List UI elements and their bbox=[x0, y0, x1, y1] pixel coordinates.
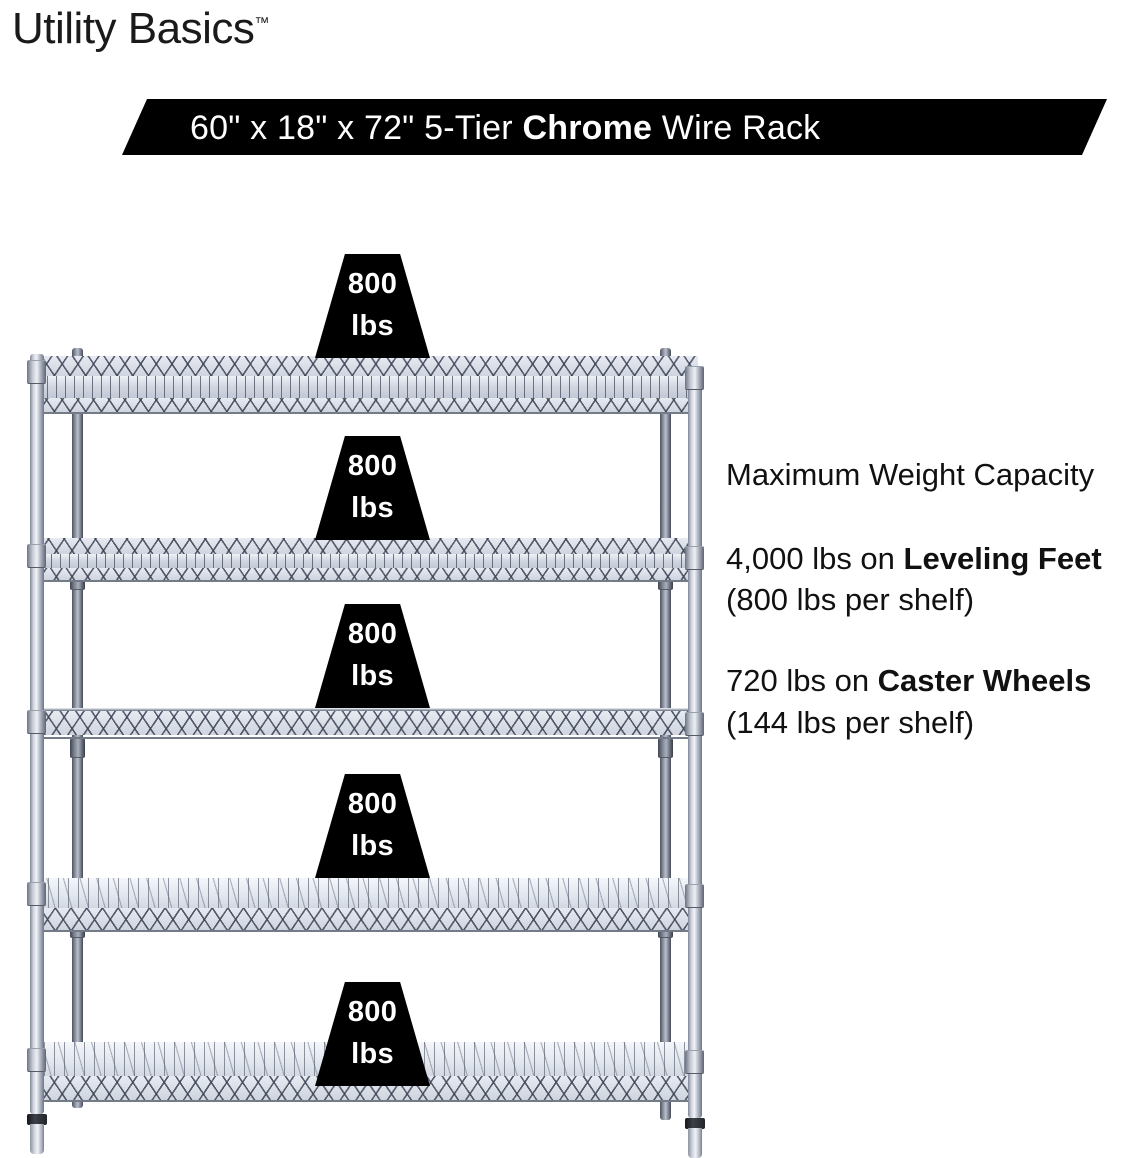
weight-badge-unit: lbs bbox=[351, 660, 394, 692]
brand-logo: Utility Basics™ bbox=[12, 4, 269, 54]
weight-badge: 800 lbs bbox=[315, 254, 430, 358]
collar-icon bbox=[685, 1050, 704, 1074]
paragraph2-lead: 720 lbs on bbox=[726, 663, 878, 699]
collar-icon bbox=[685, 712, 704, 736]
post-front-right bbox=[685, 366, 705, 1158]
weight-badge: 800 lbs bbox=[315, 774, 430, 878]
shelf-truss bbox=[38, 356, 698, 376]
shelf-edge bbox=[38, 412, 698, 414]
shelf-truss bbox=[44, 711, 696, 735]
paragraph2-tail: (144 lbs per shelf) bbox=[726, 704, 975, 740]
shelf-tier-2 bbox=[42, 538, 698, 582]
weight-capacity-info: Maximum Weight Capacity 4,000 lbs on Lev… bbox=[726, 455, 1123, 783]
weight-badge-unit: lbs bbox=[351, 310, 394, 342]
weight-badge-value: 800 bbox=[347, 268, 398, 301]
wire-rack-illustration: 800 lbs 800 lbs 800 lbs 800 lbs 800 lbs bbox=[20, 254, 720, 1158]
shelf-tier-4 bbox=[38, 878, 700, 938]
weight-badge-value: 800 bbox=[347, 996, 398, 1029]
foot-band bbox=[685, 1118, 705, 1129]
shelf-wire-deck bbox=[38, 376, 698, 398]
info-heading: Maximum Weight Capacity bbox=[726, 457, 1095, 492]
collar-icon bbox=[685, 366, 704, 390]
leveling-foot bbox=[685, 1118, 705, 1158]
title-banner-text: 60" x 18" x 72" 5-Tier Chrome Wire Rack bbox=[190, 104, 1090, 152]
collar-icon bbox=[27, 1048, 46, 1072]
collar-icon bbox=[27, 882, 46, 906]
collar-icon bbox=[685, 546, 704, 570]
banner-text-after: Wire Rack bbox=[652, 109, 821, 147]
weight-badge: 800 lbs bbox=[315, 982, 430, 1086]
collar-icon bbox=[27, 710, 46, 734]
title-banner-shape bbox=[122, 99, 1107, 155]
paragraph1-lead: 4,000 lbs on bbox=[726, 540, 904, 576]
shelf-edge bbox=[34, 1100, 702, 1102]
shelf-wire-deck bbox=[42, 554, 698, 568]
weight-badge-value: 800 bbox=[347, 788, 398, 821]
shelf-truss bbox=[42, 538, 698, 554]
shelf-edge bbox=[38, 930, 700, 932]
foot-band bbox=[27, 1114, 47, 1125]
trademark-symbol: ™ bbox=[254, 14, 270, 32]
post-front-left bbox=[27, 354, 47, 1154]
banner-text-bold: Chrome bbox=[522, 109, 653, 147]
paragraph2-bold: Caster Wheels bbox=[877, 663, 1092, 699]
weight-badge-unit: lbs bbox=[351, 1038, 394, 1070]
shelf-truss bbox=[38, 398, 698, 412]
collar-icon bbox=[685, 884, 704, 908]
shelf-truss bbox=[38, 908, 700, 930]
leveling-foot bbox=[27, 1114, 47, 1154]
info-paragraph-leveling-feet: 4,000 lbs on Leveling Feet (800 lbs per … bbox=[726, 538, 1123, 620]
weight-badge: 800 lbs bbox=[315, 436, 430, 540]
brand-name: Utility Basics bbox=[12, 4, 255, 53]
foot-tip bbox=[30, 1124, 44, 1154]
shelf-front-rail bbox=[44, 708, 696, 711]
shelf-truss bbox=[42, 568, 698, 580]
collar-icon bbox=[27, 360, 46, 384]
weight-badge: 800 lbs bbox=[315, 604, 430, 708]
info-paragraph-caster-wheels: 720 lbs on Caster Wheels (144 lbs per sh… bbox=[726, 660, 1123, 742]
shelf-top-surface bbox=[38, 878, 700, 908]
collar-icon bbox=[27, 544, 46, 568]
weight-badge-unit: lbs bbox=[351, 492, 394, 524]
weight-badge-value: 800 bbox=[347, 450, 398, 483]
weight-badge-value: 800 bbox=[347, 618, 398, 651]
paragraph1-bold: Leveling Feet bbox=[903, 540, 1102, 576]
paragraph1-tail: (800 lbs per shelf) bbox=[726, 582, 975, 618]
shelf-edge bbox=[42, 580, 698, 582]
banner-text-before: 60" x 18" x 72" 5-Tier bbox=[190, 109, 523, 147]
foot-tip bbox=[688, 1128, 702, 1158]
shelf-tier-1 bbox=[38, 356, 698, 414]
shelf-tier-3 bbox=[44, 708, 696, 742]
weight-badge-unit: lbs bbox=[351, 830, 394, 862]
shelf-edge bbox=[44, 737, 696, 739]
